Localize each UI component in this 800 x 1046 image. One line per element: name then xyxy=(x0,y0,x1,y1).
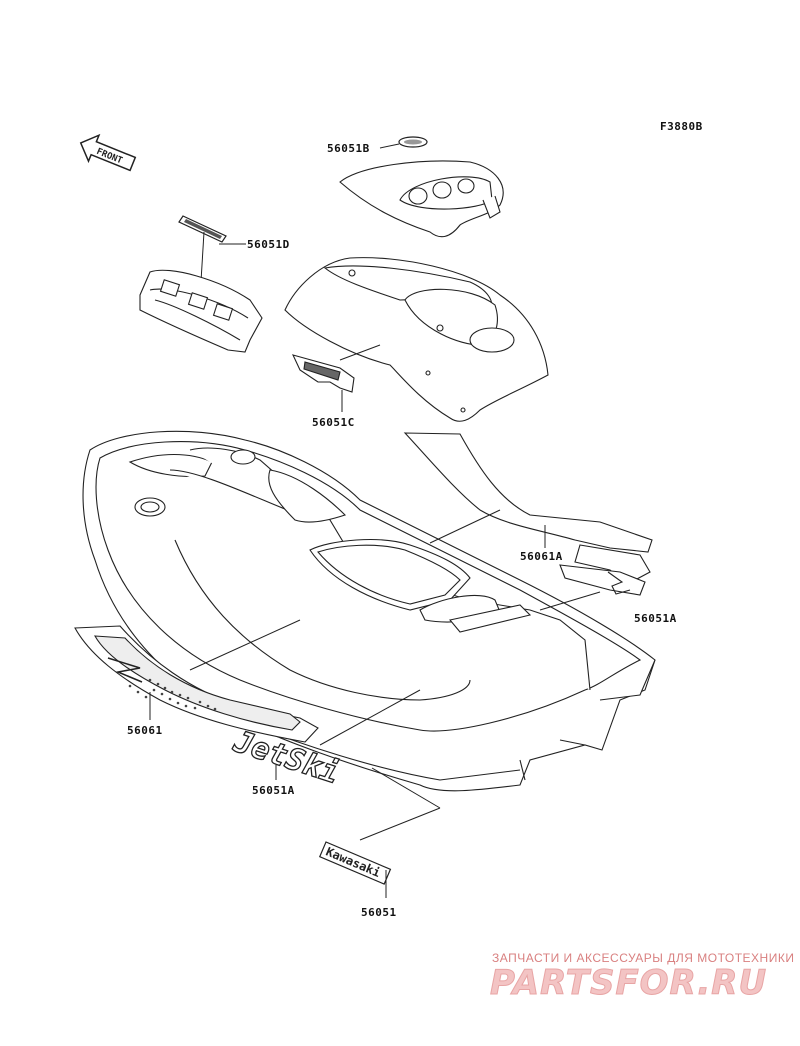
diagram-code: F3880B xyxy=(660,120,703,133)
handlebar-cover xyxy=(339,160,504,238)
part-label-56051A-bottom: 56051A xyxy=(252,784,295,797)
leader-kawasaki-b xyxy=(359,807,441,841)
decal-56061A-shape xyxy=(403,432,653,581)
part-label-56051C: 56051C xyxy=(312,416,355,429)
leader-56061A-a xyxy=(429,509,501,544)
leader-56051C-upper xyxy=(339,344,381,361)
decal-kawasaki-shape: Kawasaki xyxy=(318,841,392,885)
watermark-tagline: ЗАПЧАСТИ И АКСЕССУАРЫ ДЛЯ МОТОТЕХНИКИ xyxy=(492,951,794,965)
watermark-brand: PARTSFOR.RU xyxy=(490,963,767,1003)
front-arrow-icon: FRONT xyxy=(79,133,137,172)
decal-56051A-right-shape xyxy=(559,564,646,596)
deck-hull xyxy=(82,430,656,792)
part-label-56051: 56051 xyxy=(361,906,397,919)
decal-56061-shape xyxy=(74,625,319,743)
decal-56051B-shape xyxy=(398,136,428,148)
leader-kawasaki-a xyxy=(371,767,441,809)
decal-56051C-shape xyxy=(291,354,355,393)
leader-56051A-right xyxy=(539,591,601,611)
hood-cover xyxy=(284,257,549,422)
decal-56051D-shape xyxy=(178,215,227,243)
part-label-56051A-right: 56051A xyxy=(634,612,677,625)
leader-56061-b xyxy=(189,619,301,671)
part-label-56061: 56061 xyxy=(127,724,163,737)
storage-box xyxy=(139,269,263,353)
leader-56051B xyxy=(379,143,400,149)
part-label-56061A: 56061A xyxy=(520,550,563,563)
leader-jetski-up xyxy=(319,689,421,746)
part-label-56051D: 56051D xyxy=(247,238,290,251)
part-label-56051B: 56051B xyxy=(327,142,370,155)
